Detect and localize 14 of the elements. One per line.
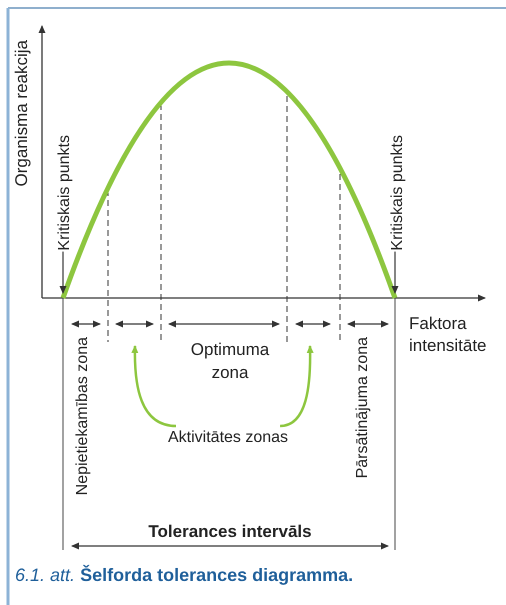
curved-arrow: [131, 345, 176, 428]
zone-label: Pārsātinājuma zona: [353, 337, 372, 478]
node-label: Kritiskais punkts: [388, 135, 407, 251]
node-label: Aktivitātes zonas: [168, 428, 288, 447]
figure-caption: 6.1. att. Šelforda tolerances diagramma.: [15, 566, 354, 585]
interval-label: Tolerances intervāls: [147, 522, 313, 541]
axis-label: Organisma reakcija: [12, 40, 31, 186]
arrow: [60, 252, 66, 294]
node-label: Kritiskais punkts: [55, 135, 74, 251]
axis-label: Faktora intensitāte: [409, 313, 488, 357]
curved-arrow: [280, 345, 314, 428]
zone-label: Optimuma zona: [190, 339, 270, 384]
arrow: [392, 252, 398, 294]
zone-label: Nepietiekamības zona: [73, 337, 92, 496]
